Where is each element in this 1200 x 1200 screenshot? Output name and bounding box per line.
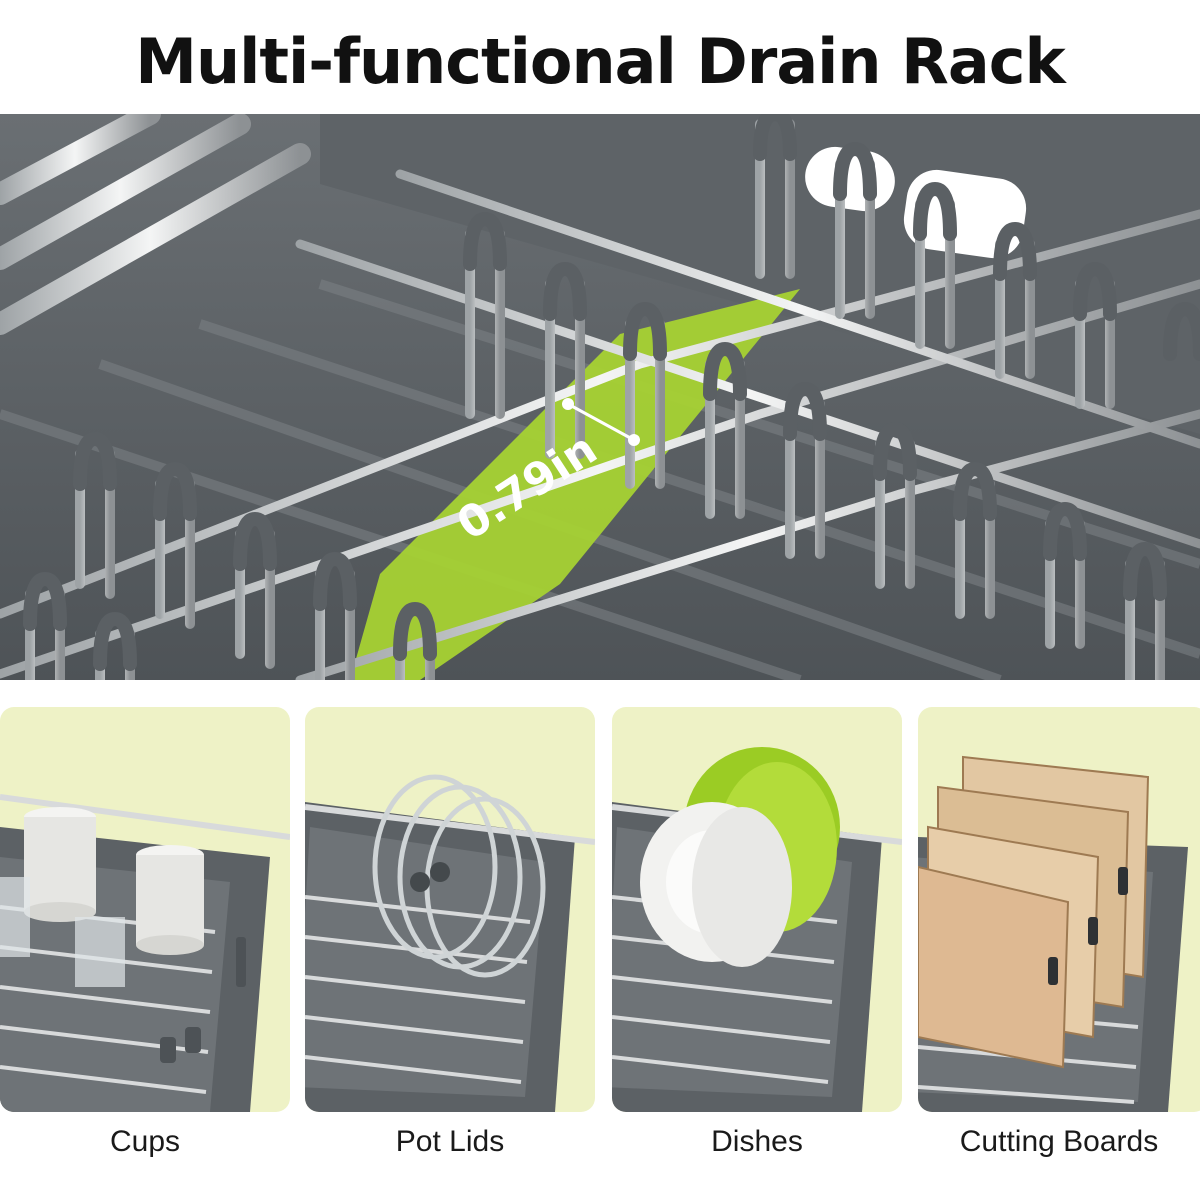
cutting-boards-rack-image: [918, 707, 1200, 1112]
drain-rack-closeup-image: 0.79in: [0, 114, 1200, 680]
label-pot-lids: Pot Lids: [395, 1125, 505, 1158]
label-cups: Cups: [109, 1125, 181, 1158]
page-title: Multi-functional Drain Rack: [135, 25, 1065, 98]
label-dishes: Dishes: [711, 1125, 803, 1158]
panel-pot-lids: [305, 707, 595, 1112]
spacing-highlight: [350, 289, 800, 680]
label-cutting-boards: Cutting Boards: [959, 1125, 1159, 1158]
measurement-indicator: [562, 398, 640, 446]
dishes-rack-image: [612, 707, 902, 1112]
pot-lids-rack-image: [305, 707, 595, 1112]
panel-cutting-boards: [918, 707, 1200, 1112]
panel-dishes: [612, 707, 902, 1112]
panel-cups: [0, 707, 290, 1112]
cups-rack-image: [0, 707, 290, 1112]
